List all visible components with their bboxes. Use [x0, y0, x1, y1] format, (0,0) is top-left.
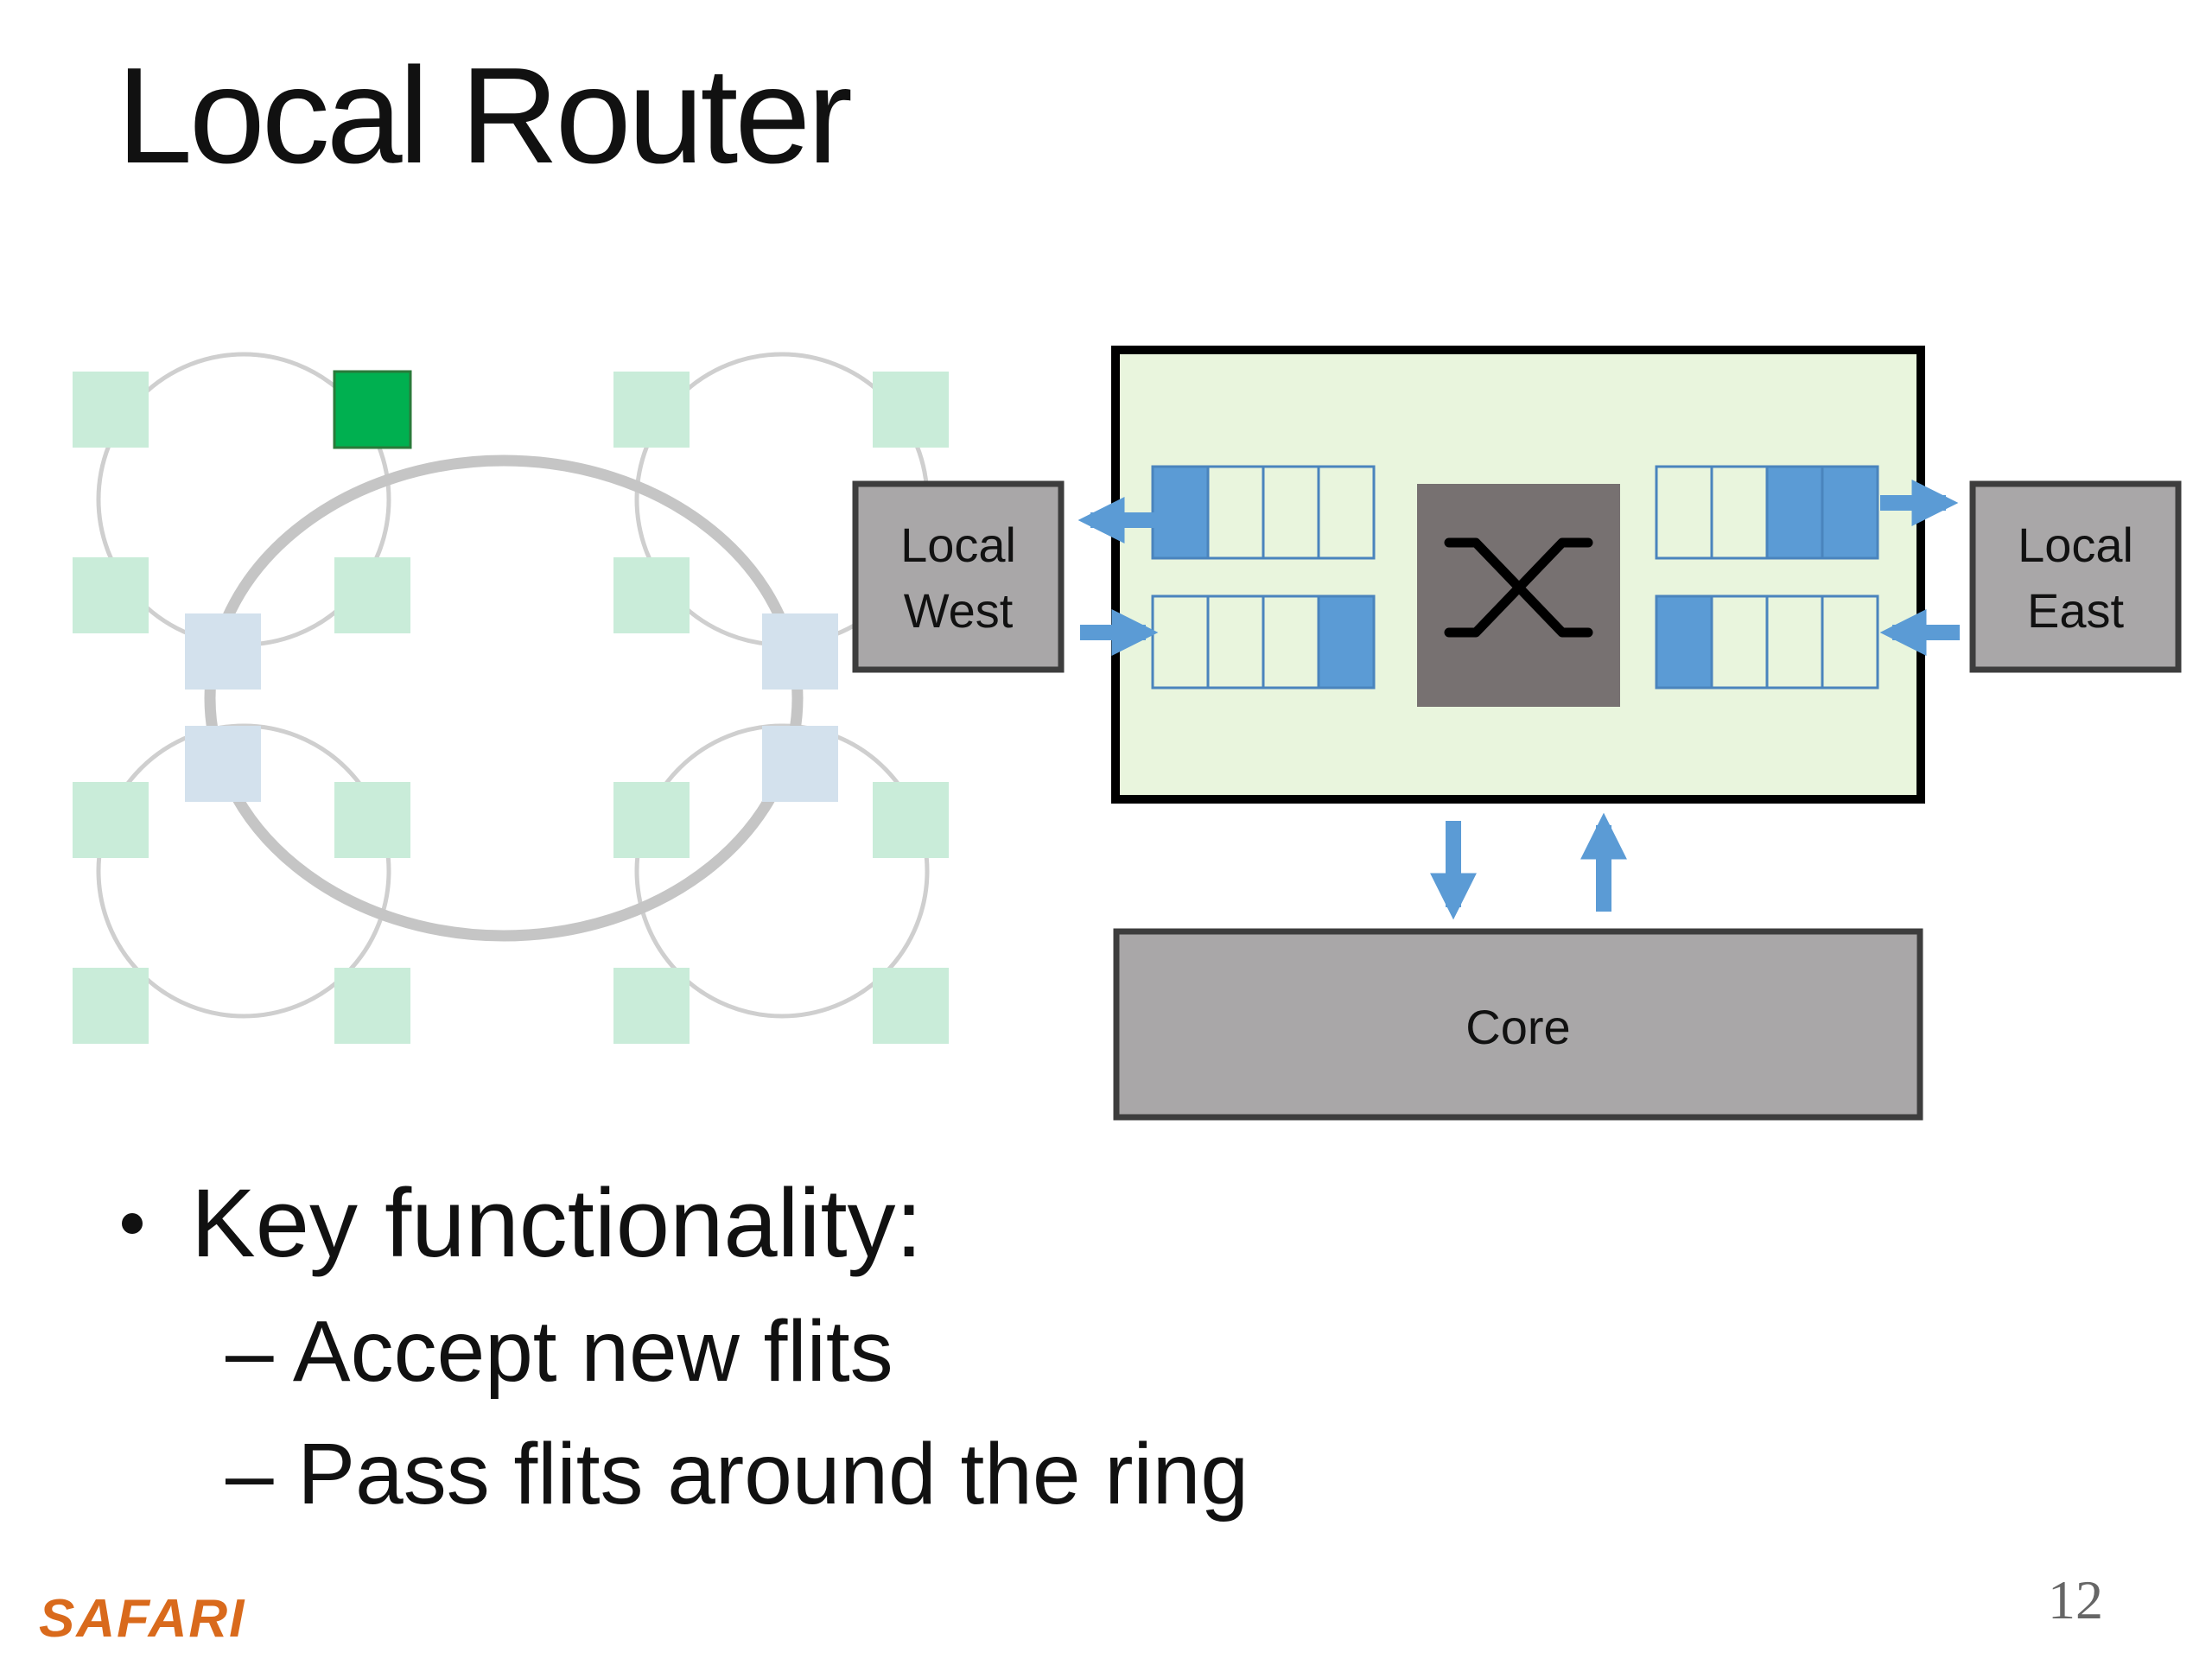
- local-east-label-line2: East: [2027, 583, 2124, 638]
- ring-node: [73, 372, 149, 448]
- bullet-main-text: Key functionality:: [191, 1169, 923, 1277]
- ring-node: [873, 372, 949, 448]
- local-west-label-line2: West: [904, 583, 1014, 638]
- ring-node: [613, 372, 690, 448]
- crossbar-switch-icon: [1444, 537, 1593, 638]
- bullet-main: Key functionality:: [117, 1175, 1249, 1272]
- sub-bullet-pass: – Pass flits around the ring: [226, 1426, 1249, 1522]
- crossbar: [1417, 484, 1620, 707]
- page-number: 12: [2048, 1569, 2103, 1630]
- bridge-node: [762, 613, 838, 690]
- global-ring: [204, 454, 804, 942]
- core-block: [1113, 928, 1923, 1121]
- ring-node: [334, 782, 410, 858]
- slide-title: Local Router: [117, 40, 853, 192]
- router-detail: Local West Local East Core: [852, 346, 2182, 1121]
- west-in-buffer: [1151, 594, 1376, 690]
- sub-bullet-accept: – Accept new flits: [226, 1303, 893, 1400]
- local-west-block: [852, 480, 1065, 673]
- west-out-buffer: [1151, 465, 1376, 560]
- east-out-buffer: [1655, 465, 1879, 560]
- bridge-node: [185, 726, 261, 802]
- local-east-block: [1969, 480, 2182, 673]
- bridge-node: [762, 726, 838, 802]
- ring-node-active: [333, 370, 412, 449]
- ring-node: [613, 782, 690, 858]
- bullet-list: Key functionality: – Accept new flits – …: [117, 1175, 1249, 1517]
- east-in-buffer: [1655, 594, 1879, 690]
- ring-node: [73, 968, 149, 1044]
- ring-network: [73, 352, 949, 1044]
- bullet-dot-icon: [122, 1213, 143, 1234]
- ring-node: [73, 782, 149, 858]
- ring-node: [613, 557, 690, 633]
- core-label: Core: [1465, 1000, 1570, 1054]
- bridge-node: [185, 613, 261, 690]
- ring-node: [873, 968, 949, 1044]
- ring-node: [334, 968, 410, 1044]
- ring-node: [73, 557, 149, 633]
- local-west-label-line1: Local: [900, 518, 1016, 572]
- ring-node: [613, 968, 690, 1044]
- local-east-label-line1: Local: [2018, 518, 2133, 572]
- safari-logo: SAFARI: [39, 1589, 246, 1649]
- ring-node: [873, 782, 949, 858]
- ring-node: [334, 557, 410, 633]
